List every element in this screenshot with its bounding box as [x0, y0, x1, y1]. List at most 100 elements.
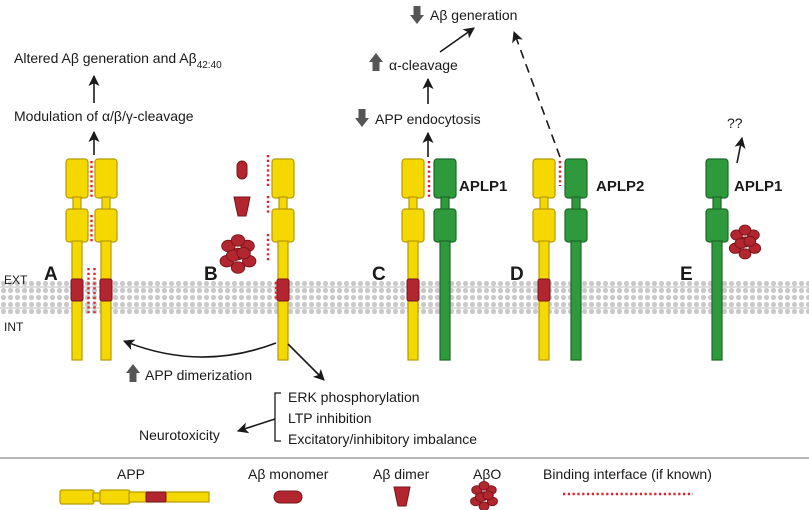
- app-d-domain-middle: [532, 208, 556, 243]
- app-b: [271, 158, 295, 361]
- app-a-right: [94, 158, 118, 361]
- app-d: [532, 158, 556, 361]
- app-a-left: [65, 158, 89, 361]
- arrow-to-signaling-effects: [287, 343, 325, 381]
- modulation-text: Modulation of α/β/γ-cleavage: [14, 108, 194, 124]
- app-a-left-linker: [72, 196, 82, 211]
- app-c-domain-middle: [401, 208, 425, 243]
- legend-abo-label: AβO: [473, 466, 501, 482]
- legend-monomer-label: Aβ monomer: [248, 466, 329, 482]
- abeta-oligomer-b: [219, 234, 257, 274]
- int-label: INT: [4, 320, 24, 334]
- app-d-abeta-region: [537, 278, 551, 302]
- panel-letter-b: B: [204, 264, 218, 285]
- panel-letter-c: C: [372, 264, 386, 285]
- app-endocytosis-text: APP endocytosis: [375, 111, 481, 127]
- abeta-oligomer-b-blob-8: [236, 246, 251, 260]
- aplp2-d-linker: [571, 196, 581, 211]
- unknown-effect-text: ??: [727, 115, 743, 131]
- aplp2-d: [564, 158, 588, 361]
- app-b-domain-middle: [271, 208, 295, 243]
- aplp1-e-stalk: [711, 240, 723, 361]
- legend-monomer-glyph: [273, 490, 303, 504]
- app-d-linker: [539, 196, 549, 211]
- panel-letter-a: A: [44, 264, 58, 285]
- legend-interface-label: Binding interface (if known): [543, 466, 712, 482]
- app-a-left-abeta-region: [70, 278, 84, 302]
- app-a-left-domain-middle: [65, 208, 89, 243]
- aplp1-e-linker: [712, 196, 722, 211]
- aplp2-label-d: APLP2: [596, 178, 644, 195]
- abeta-oligomer-b-blob-6: [230, 261, 246, 274]
- abeta-dimer-b: [233, 196, 251, 217]
- cell-membrane: [0, 281, 809, 314]
- app-c-domain-upper: [401, 158, 425, 199]
- legend-abo-glyph-blob-6: [478, 501, 490, 510]
- app-d-domain-upper: [532, 158, 556, 199]
- neurotoxicity-text: Neurotoxicity: [139, 427, 220, 443]
- altered-abeta-main: Altered Aβ generation and Aβ: [14, 50, 197, 66]
- effect-ltp: LTP inhibition: [288, 410, 372, 426]
- aplp1-label-c: APLP1: [459, 178, 507, 195]
- panel-letter-e: E: [680, 264, 693, 285]
- legend-glyphs: [59, 481, 693, 510]
- legend-abo-glyph-blob-8: [482, 490, 494, 501]
- legend-app-stalk: [128, 491, 210, 503]
- app-a-right-domain-middle: [94, 208, 118, 243]
- app-a-right-domain-upper: [94, 158, 118, 199]
- abeta-oligomer-e-blob-6: [738, 248, 752, 260]
- legend-app-domain2: [99, 489, 131, 505]
- arrow-to-app-dimerization: [122, 339, 277, 358]
- app-b-domain-upper: [271, 158, 295, 199]
- altered-abeta-text: Altered Aβ generation and Aβ42:40: [14, 50, 222, 71]
- app-a-right-abeta-region: [99, 278, 113, 302]
- abeta-oligomer-e: [728, 224, 762, 260]
- protein-layer: [65, 155, 762, 361]
- legend-dimer-label: Aβ dimer: [373, 466, 430, 482]
- app-c: [401, 158, 425, 361]
- app-c-abeta-region: [406, 278, 420, 302]
- app-a-left-domain-upper: [65, 158, 89, 199]
- aplp1-e: [705, 158, 729, 361]
- aplp1-label-e: APLP1: [734, 178, 782, 195]
- legend-app-label: APP: [117, 466, 145, 482]
- down-arrow-icon: [410, 6, 424, 24]
- aplp1-c-domain-middle: [433, 208, 457, 243]
- legend-dimer-glyph: [393, 486, 411, 507]
- aplp2-d-stalk: [570, 240, 582, 361]
- up-arrow-icon: [369, 53, 383, 71]
- abeta-ratio-subscript: 42:40: [197, 60, 222, 71]
- arrow-aplp2-to-abeta-dashed: [512, 30, 561, 158]
- app-b-linker: [278, 196, 288, 211]
- abeta-oligomer-e-blob-5: [738, 224, 752, 236]
- arrow-alpha-to-abeta: [439, 27, 475, 53]
- effects-bracket: [274, 392, 281, 442]
- up-arrow-icon: [126, 364, 140, 382]
- legend-app-glyph: [59, 489, 210, 505]
- aplp1-e-domain-middle: [705, 208, 729, 243]
- legend-abo-glyph-blob-5: [478, 481, 490, 491]
- app-b-abeta-region: [276, 278, 290, 302]
- aplp2-d-domain-middle: [564, 208, 588, 243]
- abeta-monomer-b: [236, 160, 248, 180]
- aplp2-d-domain-upper: [564, 158, 588, 199]
- abeta-oligomer-e-blob-8: [743, 235, 757, 247]
- app-dimerization-text: APP dimerization: [145, 367, 252, 383]
- abeta-oligomer-b-blob-5: [230, 234, 246, 247]
- app-c-linker: [408, 196, 418, 211]
- effect-imbalance: Excitatory/inhibitory imbalance: [288, 431, 477, 447]
- panel-letter-d: D: [510, 264, 524, 285]
- aplp1-c-stalk: [439, 240, 451, 361]
- ext-label: EXT: [4, 273, 28, 287]
- aplp1-c-linker: [440, 196, 450, 211]
- legend-abo-glyph: [470, 481, 498, 510]
- abeta-generation-text: Aβ generation: [430, 7, 517, 23]
- alpha-cleavage-text: α-cleavage: [389, 57, 458, 73]
- aplp1-e-domain-upper: [705, 158, 729, 199]
- arrow-to-neurotoxicity: [236, 418, 276, 434]
- arrow-aplp1-unknown: [734, 136, 746, 164]
- aplp1-c-domain-upper: [433, 158, 457, 199]
- aplp1-c: [433, 158, 457, 361]
- legend-app-domain1: [59, 489, 95, 505]
- legend-app-abeta: [145, 491, 167, 503]
